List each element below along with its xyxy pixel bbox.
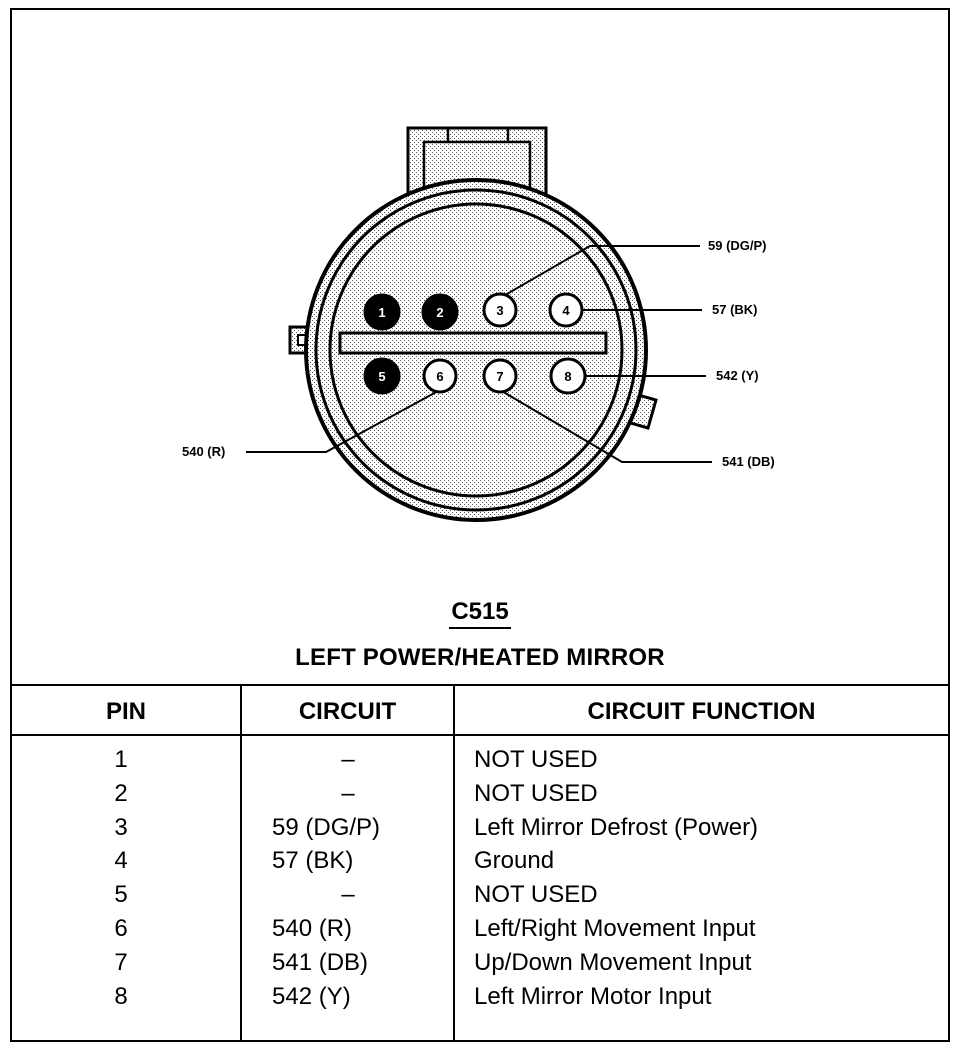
pin-6: 6 (422, 358, 458, 394)
cell-circuit: 542 (Y) (272, 982, 351, 1010)
pin-number: 5 (378, 369, 385, 384)
cell-pin: 4 (114, 847, 128, 875)
cell-circuit: 540 (R) (272, 914, 353, 942)
connector-diagram: 1 2 3 4 5 6 7 8 59 (DG/P) 57 (BK) 542 (Y) 541 (… (182, 126, 775, 522)
cell-circuit: – (341, 746, 355, 773)
pin-number: 1 (378, 305, 385, 320)
pin-3: 3 (482, 292, 518, 328)
cell-function: NOT USED (474, 746, 598, 773)
cell-pin: 5 (114, 881, 128, 909)
cell-function: Ground (474, 847, 555, 875)
table-row: 2 – NOT USED (12, 780, 948, 814)
cell-pin: 2 (114, 779, 128, 807)
table-row: 6 540 (R) Left/Right Movement Input (12, 915, 948, 949)
cell-circuit: 541 (DB) (272, 948, 369, 976)
connector-center-bar (338, 331, 608, 355)
pin-4: 4 (548, 292, 584, 328)
table-row: 8 542 (Y) Left Mirror Motor Input (12, 983, 948, 1017)
table-divider (240, 684, 242, 1040)
pin-number: 2 (436, 305, 443, 320)
callout-pin6: 540 (R) (182, 444, 225, 459)
table-row: 5 – NOT USED (12, 881, 948, 915)
pin-number: 6 (436, 369, 443, 384)
cell-pin: 3 (114, 813, 128, 841)
table-row: 1 – NOT USED (12, 746, 948, 780)
callout-pin3: 59 (DG/P) (708, 238, 767, 253)
header-circuit: CIRCUIT (298, 698, 397, 725)
table-body: 1 – NOT USED 2 – NOT USED 3 59 (DG/P) Left Mirro… (12, 746, 948, 1016)
pin-1: 1 (363, 293, 401, 331)
cell-function: Left Mirror Motor Input (474, 982, 712, 1010)
header-pin: PIN (105, 698, 146, 725)
callout-lines (246, 245, 712, 463)
table-row: 3 59 (DG/P) Left Mirror Defrost (Power) (12, 814, 948, 848)
cell-circuit: 57 (BK) (272, 847, 354, 875)
cell-circuit: – (341, 779, 355, 807)
pin-number: 4 (562, 303, 570, 318)
cell-function: NOT USED (474, 779, 598, 807)
cell-function: Left/Right Movement Input (474, 914, 756, 942)
callout-pin8: 542 (Y) (716, 368, 759, 383)
cell-function: Left Mirror Defrost (Power) (474, 813, 759, 841)
connector-pins: 1 2 3 4 5 6 7 8 (363, 292, 587, 395)
pin-7: 7 (482, 358, 518, 394)
diagram-frame (10, 8, 950, 1042)
pin-2: 2 (421, 293, 459, 331)
cell-pin: 1 (114, 746, 128, 773)
connector-id: C515 (0, 598, 960, 629)
table-row: 4 57 (BK) Ground (12, 847, 948, 881)
cell-function: Up/Down Movement Input (474, 948, 752, 976)
cell-circuit: – (341, 881, 355, 909)
cell-pin: 7 (114, 948, 128, 976)
table-header-rule (12, 734, 948, 736)
cell-pin: 8 (114, 982, 128, 1010)
table-divider (453, 684, 455, 1040)
callout-pin4: 57 (BK) (712, 302, 758, 317)
table-row: 7 541 (DB) Up/Down Movement Input (12, 949, 948, 983)
connector-title: LEFT POWER/HEATED MIRROR (295, 644, 665, 671)
callout-pin7: 541 (DB) (722, 454, 775, 469)
cell-pin: 6 (114, 914, 128, 942)
pin-number: 8 (564, 369, 571, 384)
table-top-rule (12, 684, 948, 686)
cell-function: NOT USED (474, 881, 598, 909)
header-function: CIRCUIT FUNCTION (587, 698, 816, 725)
cell-circuit: 59 (DG/P) (272, 813, 381, 841)
pin-5: 5 (363, 357, 401, 395)
pin-number: 7 (496, 369, 503, 384)
pin-number: 3 (496, 303, 503, 318)
pin-8: 8 (549, 357, 587, 395)
